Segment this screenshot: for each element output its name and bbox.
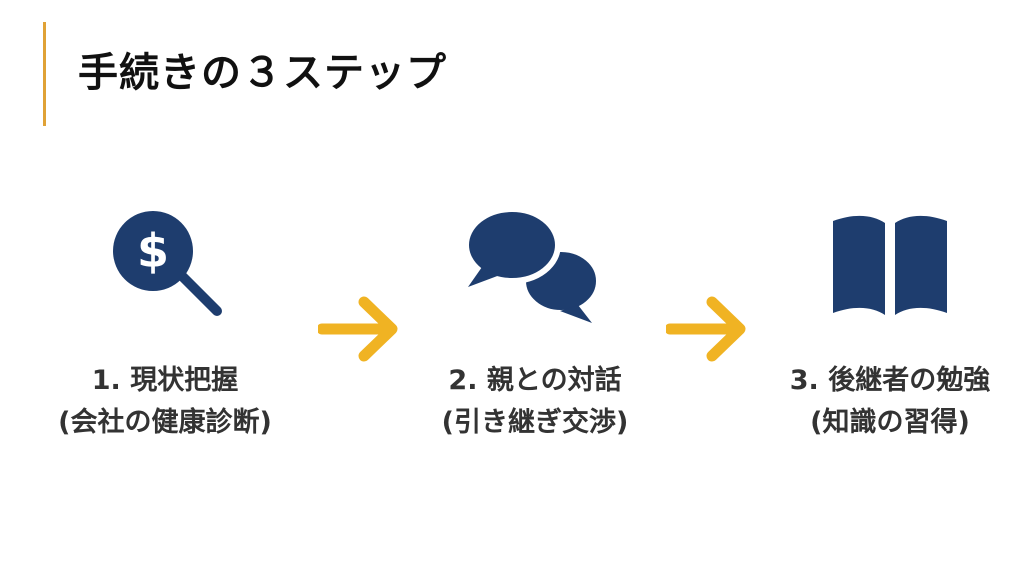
slide-title: 手続きの３ステップ bbox=[78, 50, 447, 96]
arrow-right-icon bbox=[666, 296, 746, 362]
dollar-search-icon: $ bbox=[113, 211, 222, 316]
step-1: $ 1. 現状把握 (会社の健康診断) bbox=[15, 205, 315, 444]
svg-text:$: $ bbox=[137, 224, 169, 278]
step-3-subtitle: (知識の習得) bbox=[810, 407, 970, 438]
title-accent-bar bbox=[43, 22, 46, 126]
step-2: 2. 親との対話 (引き継ぎ交渉) bbox=[385, 205, 685, 444]
chat-bubbles-icon bbox=[463, 206, 602, 323]
step-2-label: 2. 親との対話 (引き継ぎ交渉) bbox=[385, 360, 685, 444]
open-book-icon bbox=[833, 215, 947, 315]
step-1-title: 1. 現状把握 bbox=[91, 365, 239, 396]
step-3: 3. 後継者の勉強 (知識の習得) bbox=[740, 205, 1024, 444]
arrow-right-icon bbox=[318, 296, 398, 362]
step-1-label: 1. 現状把握 (会社の健康診断) bbox=[15, 360, 315, 444]
step-3-title: 3. 後継者の勉強 bbox=[789, 365, 991, 396]
step-3-label: 3. 後継者の勉強 (知識の習得) bbox=[740, 360, 1024, 444]
step-2-title: 2. 親との対話 bbox=[448, 365, 622, 396]
step-2-subtitle: (引き継ぎ交渉) bbox=[441, 407, 629, 438]
step-1-subtitle: (会社の健康診断) bbox=[58, 407, 272, 438]
